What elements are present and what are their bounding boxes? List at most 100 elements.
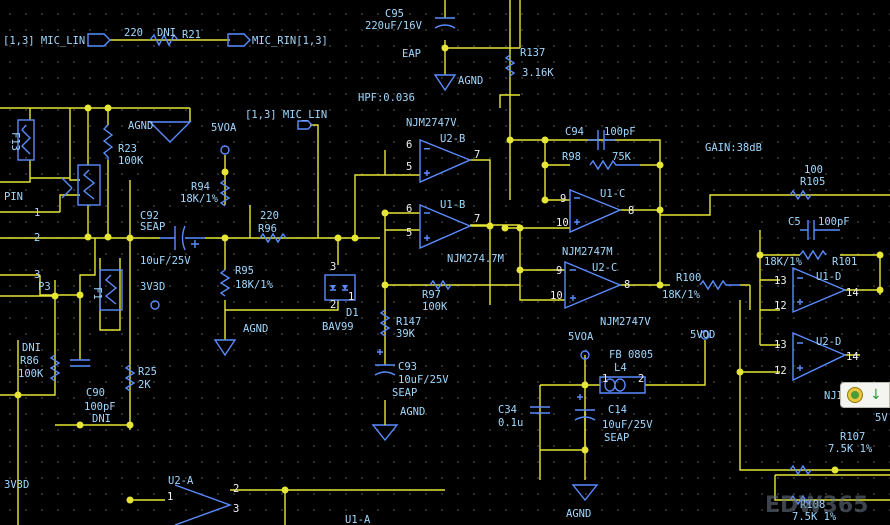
hpf-label: HPF:0.036 [358,92,415,104]
svg-text:220uF/16V: 220uF/16V [365,20,423,32]
svg-text:2: 2 [34,232,40,244]
svg-text:10: 10 [550,290,563,302]
svg-text:7.5K 1%: 7.5K 1% [828,443,873,455]
capacitor-c95 [434,17,456,29]
svg-text:R25: R25 [138,366,157,378]
resistor-r100 [699,279,740,291]
svg-text:C5: C5 [788,216,801,228]
svg-text:1: 1 [167,491,173,503]
agnd-symbol-3 [371,424,399,442]
svg-text:R147: R147 [396,316,421,328]
svg-text:5: 5 [406,227,412,239]
svg-text:12: 12 [774,365,787,377]
svg-text:U1-B: U1-B [440,199,465,211]
power-5voa-2 [580,350,590,360]
svg-text:R107: R107 [840,431,865,443]
svg-text:C34: C34 [498,404,517,416]
svg-text:75K: 75K [612,151,632,163]
svg-text:2: 2 [638,373,644,385]
svg-text:U1-D: U1-D [816,271,841,283]
svg-text:C94: C94 [565,126,584,138]
svg-text:5: 5 [406,161,412,173]
svg-text:18K/1%: 18K/1% [764,256,803,268]
svg-text:18K/1%: 18K/1% [180,193,219,205]
agnd-symbol-1 [148,121,192,143]
svg-text:AGND: AGND [458,75,483,87]
svg-text:100K: 100K [422,301,448,313]
svg-text:39K: 39K [396,328,416,340]
resistor-r147 [379,309,391,337]
svg-text:5V: 5V [875,412,888,424]
svg-text:C14: C14 [608,404,627,416]
floating-toolbar-button[interactable]: ↓ [840,382,890,408]
net-label-mic-lin-top: [1,3] MIC_LIN [245,109,327,121]
svg-text:U2-D: U2-D [816,336,841,348]
svg-text:SEAP: SEAP [392,387,417,399]
svg-text:NJM274.7M: NJM274.7M [447,253,504,265]
svg-text:R100: R100 [676,272,701,284]
svg-text:EAP: EAP [402,48,421,60]
svg-text:6: 6 [406,139,412,151]
fuse-f1-top [77,164,101,206]
svg-text:R101: R101 [832,256,857,268]
svg-text:F1: F1 [91,287,103,300]
svg-text:U2-C: U2-C [592,262,617,274]
capacitor-c90 [70,359,90,367]
svg-text:9: 9 [556,265,562,277]
svg-text:14: 14 [846,351,859,363]
svg-text:C90: C90 [86,387,105,399]
svg-text:100: 100 [804,164,823,176]
svg-text:10uF/25V: 10uF/25V [398,374,449,386]
svg-text:8: 8 [628,205,634,217]
net-label-mic-lin: [1,3] MIC_LIN [3,35,85,47]
watermark-logo: EDW365 [765,493,868,518]
svg-text:1: 1 [602,373,608,385]
resistor-r105 [789,189,812,201]
ferrite-l4 [599,376,646,394]
svg-text:100pF: 100pF [604,126,636,138]
agnd-symbol-4 [433,74,457,92]
power-5vod [700,330,710,340]
svg-text:3: 3 [233,503,239,515]
svg-text:18K/1%: 18K/1% [235,279,274,291]
svg-text:C95: C95 [385,8,404,20]
svg-text:R86: R86 [20,355,39,367]
resistor-r96 [259,232,287,244]
svg-text:14: 14 [846,287,859,299]
svg-text:2K: 2K [138,379,151,391]
svg-text:NJM2747V: NJM2747V [600,316,651,328]
svg-text:D1: D1 [346,307,359,319]
opamp-u2d [792,331,847,382]
power-5voa-1 [220,145,230,155]
resistor-r94 [219,179,231,207]
svg-text:NJI: NJI [824,390,843,402]
svg-text:12: 12 [774,300,787,312]
svg-text:3V3D: 3V3D [140,281,165,293]
svg-text:NJM2747M: NJM2747M [562,246,613,258]
resistor-r25 [124,364,136,392]
power-3v3d-1 [150,300,160,310]
capacitor-c34 [530,406,550,414]
svg-text:R97: R97 [422,289,441,301]
resistor-r101 [799,249,827,261]
svg-text:DNI: DNI [92,413,111,425]
labels: [1,3] MIC_LIN MIC_RIN[1,3] [1,3] MIC_LIN… [3,8,888,525]
download-arrow-icon[interactable]: ↓ [870,387,882,403]
svg-text:SEAP: SEAP [604,432,629,444]
app-badge-icon[interactable] [847,387,863,403]
svg-text:U1-A: U1-A [345,514,371,525]
resistor-r23 [102,124,114,160]
capacitor-c92 [160,225,205,251]
svg-text:7: 7 [474,149,480,161]
svg-text:U2-B: U2-B [440,133,465,145]
gain-label: GAIN:38dB [705,142,762,154]
resistor-r21 [149,33,179,47]
opamp-u1c [569,188,622,234]
svg-text:7.5K 1%: 7.5K 1% [792,511,837,523]
svg-text:F13: F13 [9,132,21,151]
svg-text:9: 9 [560,193,566,205]
svg-text:3V3D: 3V3D [4,479,29,491]
svg-text:100K: 100K [18,368,44,380]
